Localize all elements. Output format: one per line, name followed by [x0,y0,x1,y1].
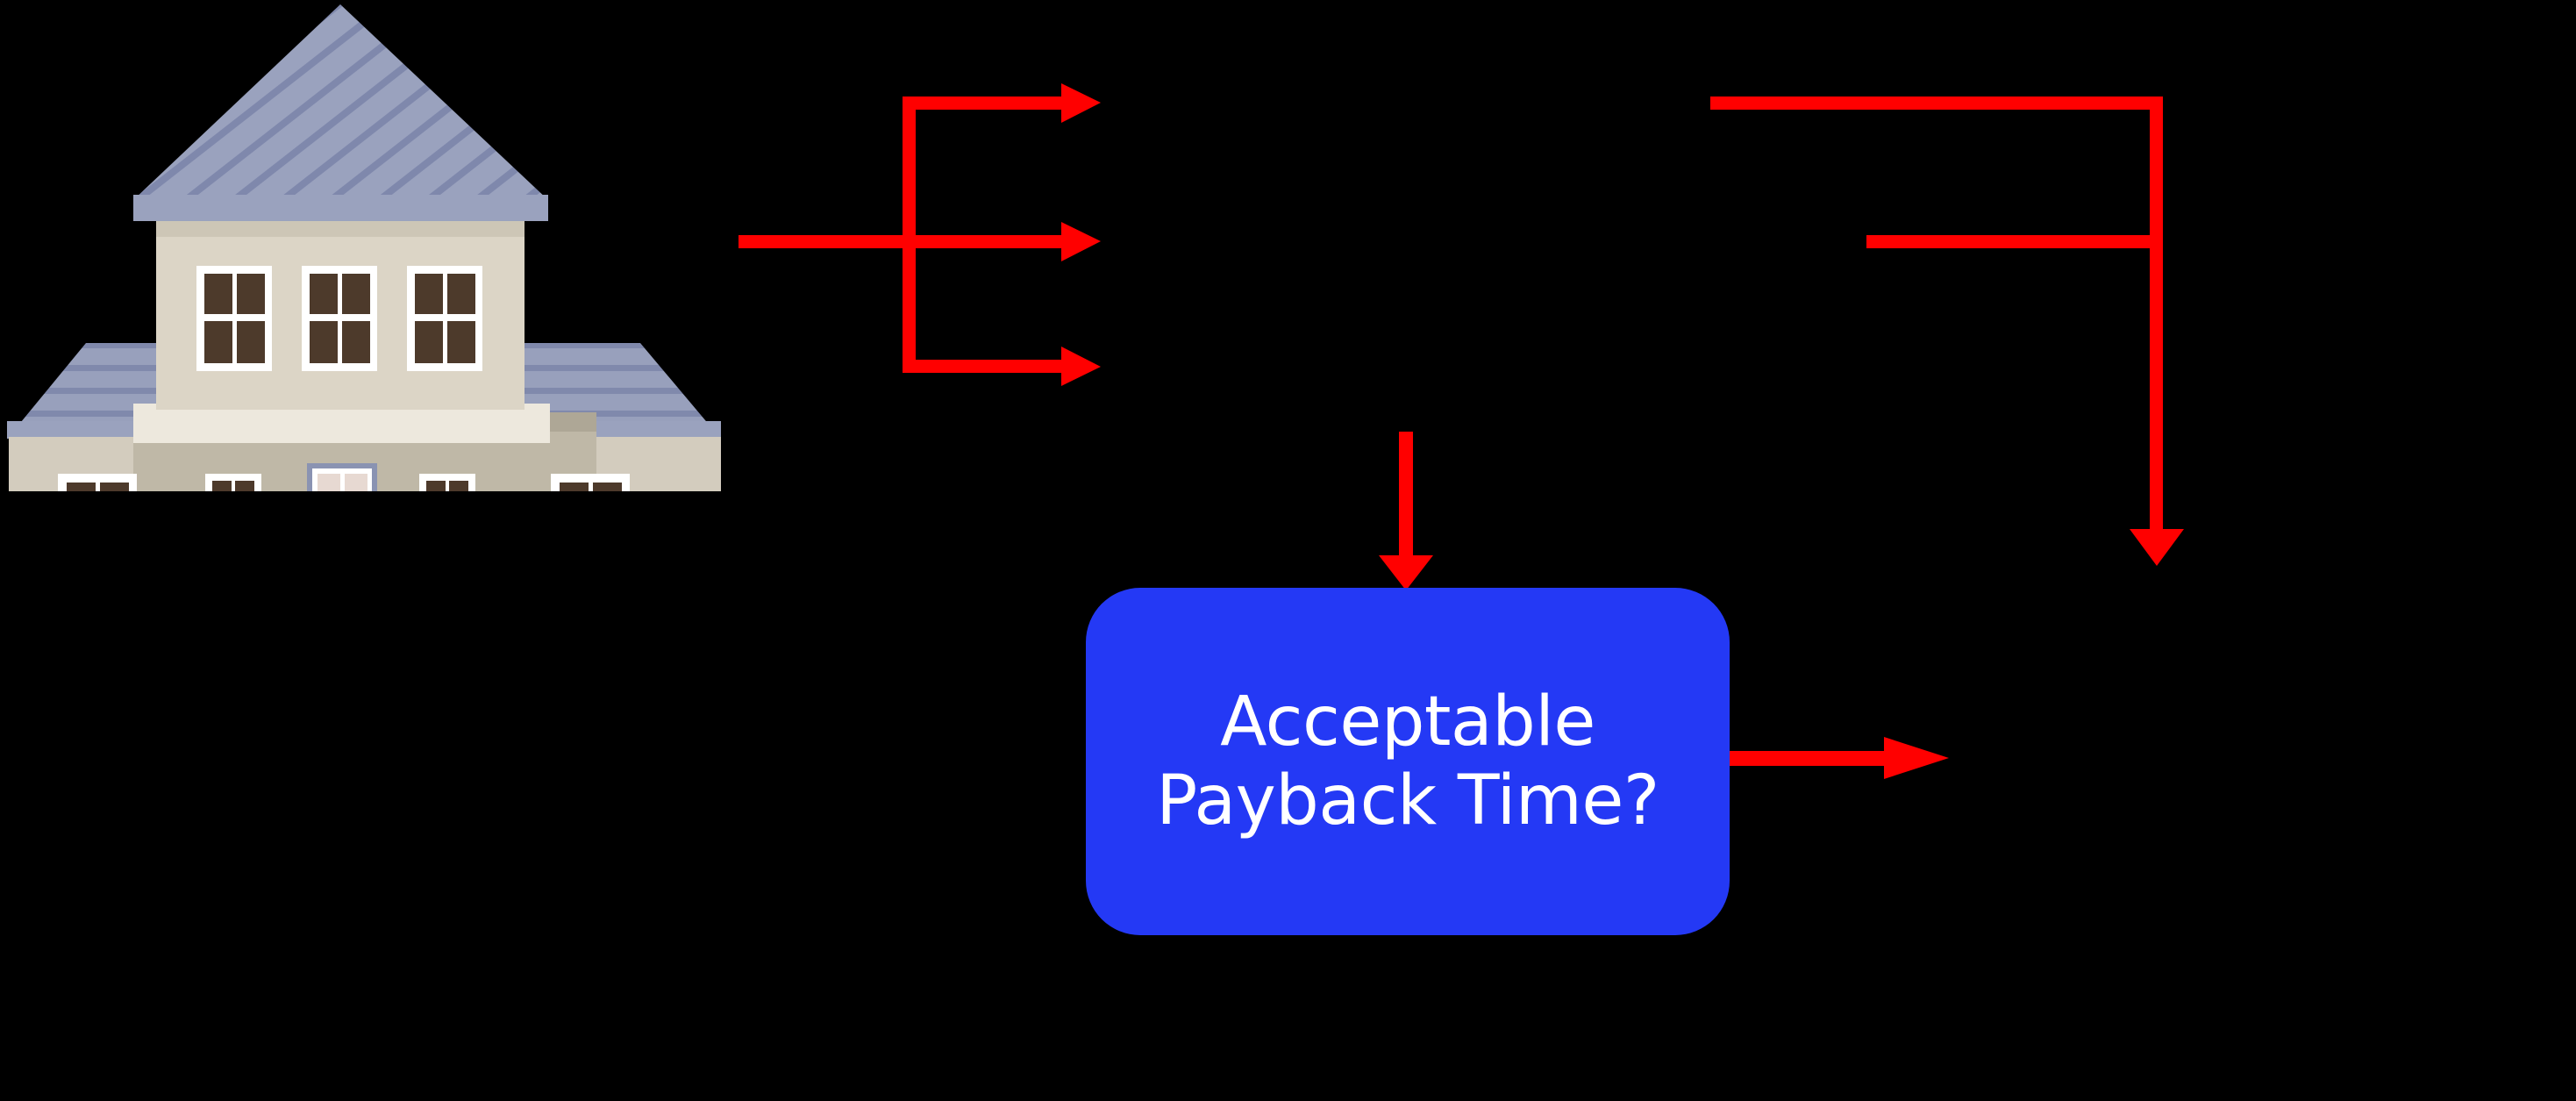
house-illustration [0,0,728,491]
house-eave-band [133,404,550,443]
decision-box-label-line-2: Payback Time? [1156,761,1659,840]
house-upper-window-1 [196,266,272,371]
two-way-merge-arrow [1710,97,2184,566]
three-way-split-arrow [739,83,1101,386]
house-lower-window-inner-left [205,474,261,491]
arrow-right-out-of-decision-box [1724,737,1949,779]
house-upper-window-3 [407,266,482,371]
decision-box-label-line-1: Acceptable [1220,682,1595,761]
house-upper-window-2 [302,266,377,371]
arrow-down-into-decision-box [1379,432,1433,590]
house-lower-window-inner-right [419,474,475,491]
house-lower-window-right [551,474,630,491]
decision-box-acceptable-payback-time[interactable]: Acceptable Payback Time? [1086,588,1730,935]
house-lower-window-left [58,474,137,491]
house-front-door [307,463,377,491]
house-main-roof [133,4,548,221]
